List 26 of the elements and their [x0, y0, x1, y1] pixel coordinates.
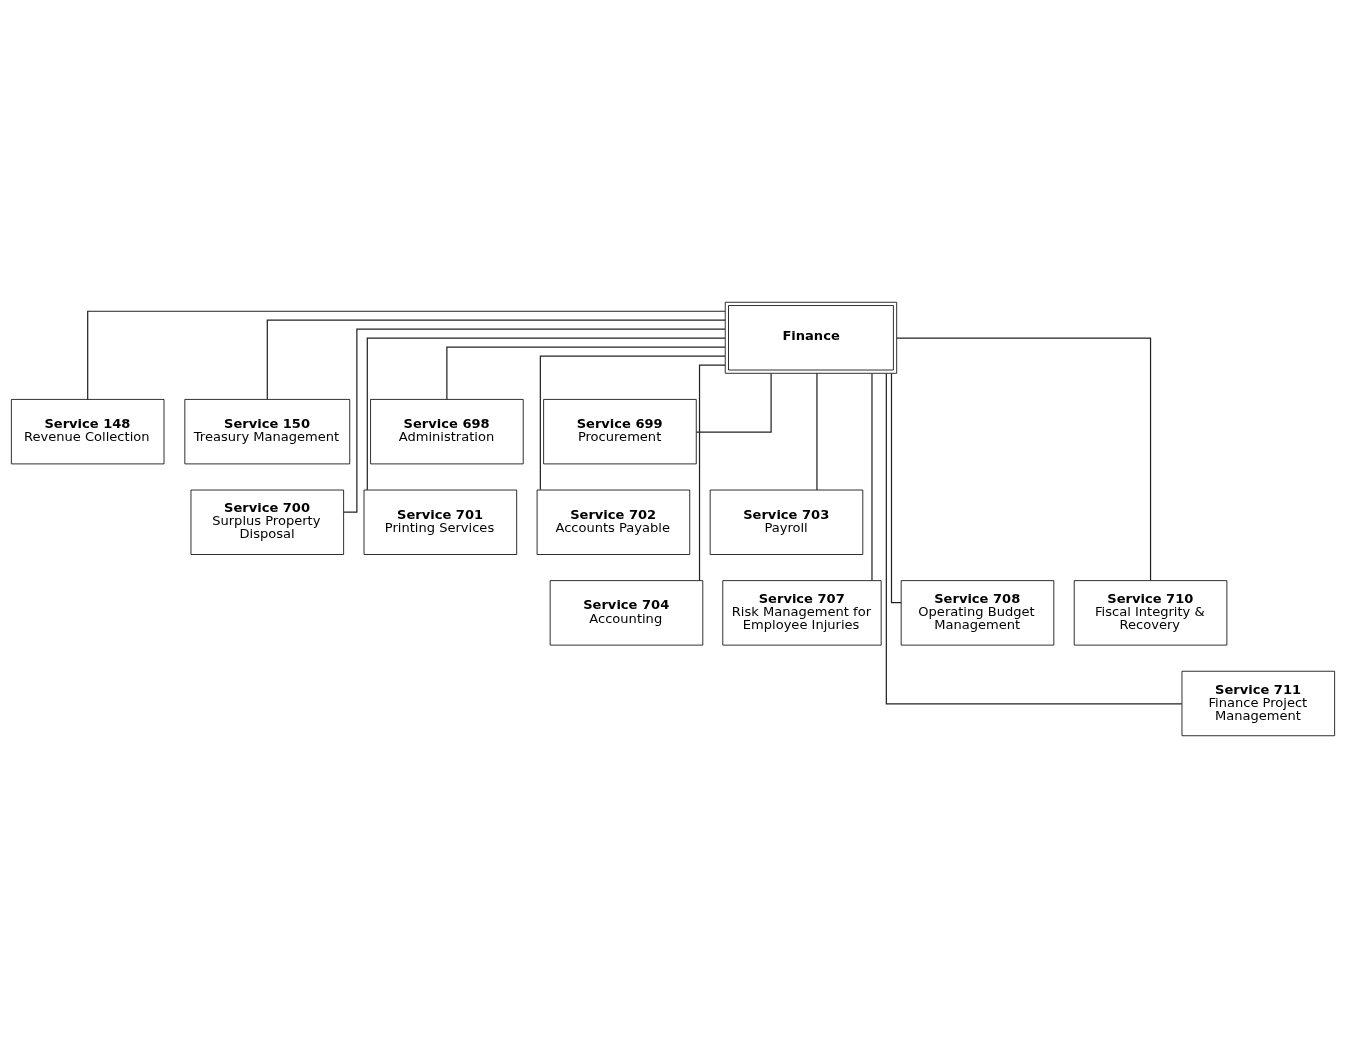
connector — [871, 372, 873, 581]
connector — [695, 372, 772, 433]
node-box: Service 700 Surplus Property Disposal — [190, 489, 345, 555]
node-box: Service 699 Procurement — [543, 398, 697, 464]
node-box: Service 704 Accounting — [549, 579, 704, 646]
connector — [366, 337, 726, 491]
connector — [816, 372, 818, 490]
connector — [87, 310, 726, 400]
node-box: Service 150 Treasury Management — [184, 398, 351, 464]
connector — [698, 364, 726, 581]
node-box: Service 707 Risk Management for Employee Injuries — [722, 579, 882, 646]
node-box: Service 702 Accounts Payable — [536, 489, 691, 555]
node-box: Service 710 Fiscal Integrity & Recovery — [1073, 579, 1228, 646]
connector — [885, 372, 1183, 704]
connector — [266, 319, 726, 400]
node-box: Service 703 Payroll — [709, 489, 864, 555]
node-box: Service 708 Operating Budget Management — [900, 579, 1055, 646]
node-box: Service 711 Finance Project Management — [1181, 670, 1336, 736]
node-box: Service 698 Administration — [370, 398, 524, 464]
node-box: Service 148 Revenue Collection — [10, 398, 165, 464]
node-box: Service 701 Printing Services — [363, 489, 518, 555]
connector — [890, 372, 902, 603]
connector — [446, 346, 726, 400]
connector — [539, 355, 726, 490]
connector — [343, 328, 726, 513]
connector — [896, 337, 1152, 581]
